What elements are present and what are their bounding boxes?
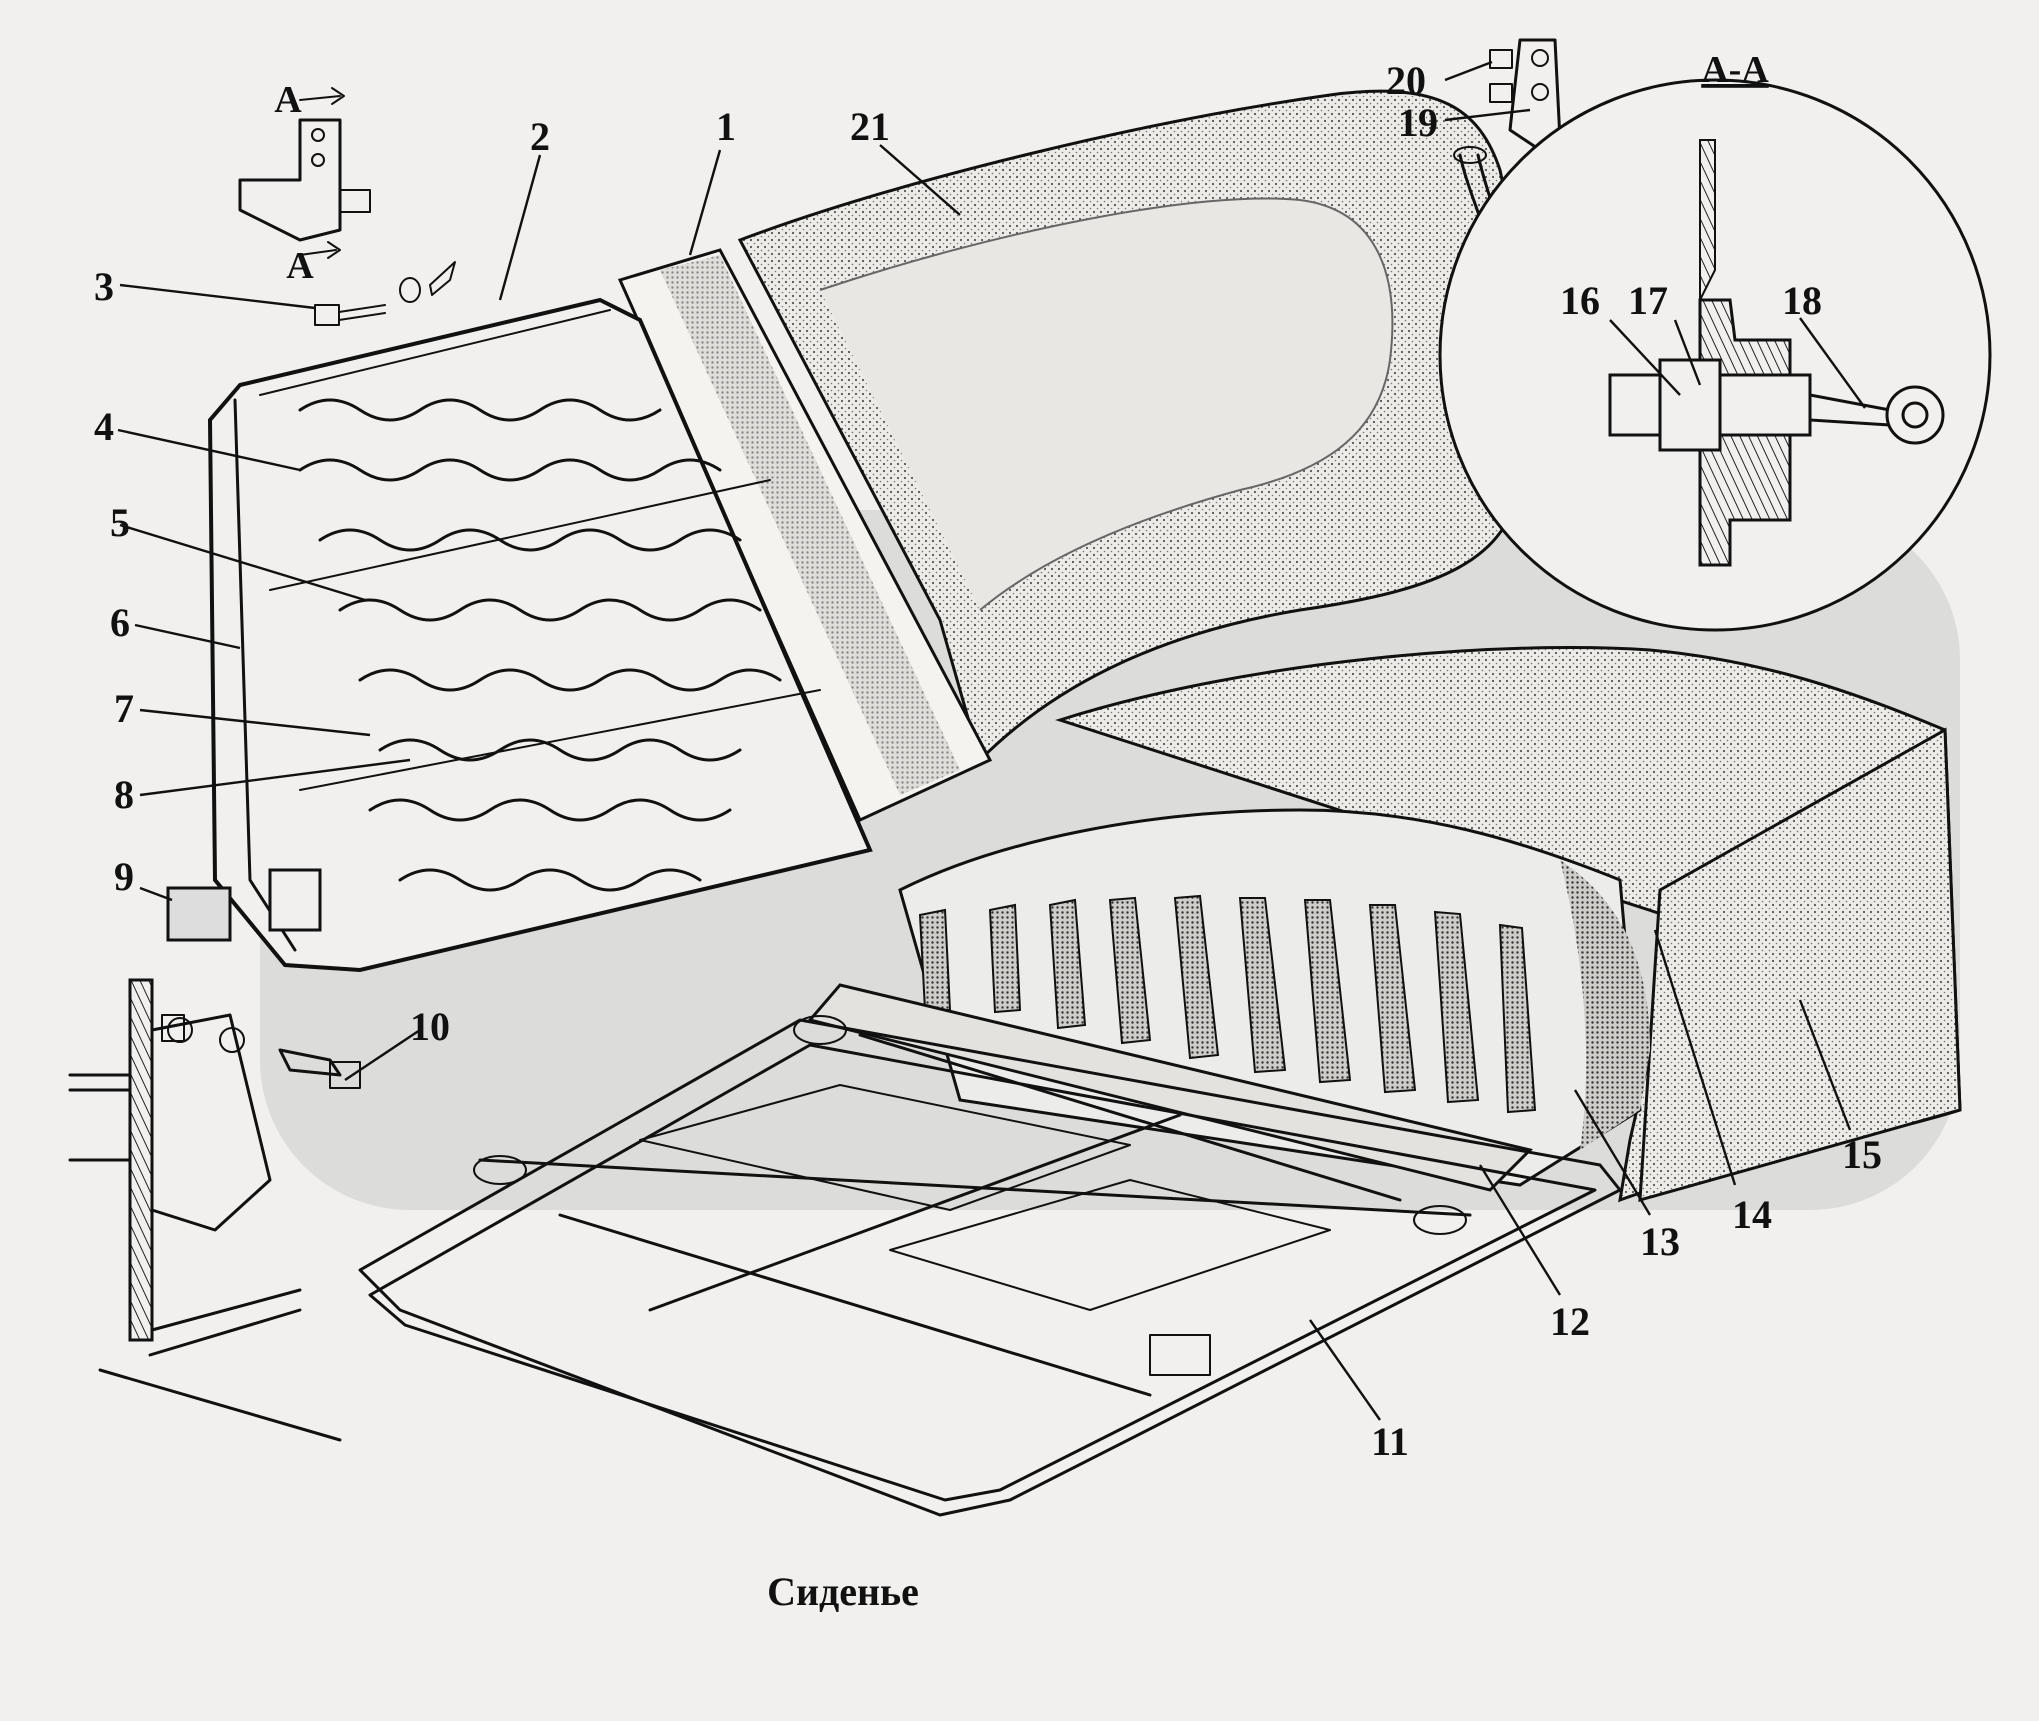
callout-3: 3 bbox=[94, 264, 114, 309]
callout-18: 18 bbox=[1782, 278, 1822, 323]
hinge-detail bbox=[238, 87, 371, 259]
callout-14: 14 bbox=[1732, 1192, 1772, 1237]
backrest-upholstery bbox=[737, 89, 1526, 763]
section-title: А-А bbox=[1701, 49, 1769, 91]
callout-labels: 1 2 3 4 5 6 7 8 9 10 11 12 13 14 15 16 1… bbox=[94, 58, 1882, 1464]
callout-17: 17 bbox=[1628, 278, 1668, 323]
section-mark-bottom: А bbox=[286, 245, 314, 287]
section-aa-view bbox=[1438, 78, 1992, 632]
callout-2: 2 bbox=[530, 114, 550, 159]
seat-frame bbox=[358, 1015, 1622, 1517]
section-mark-top: А bbox=[274, 79, 302, 121]
callout-20: 20 bbox=[1386, 58, 1426, 103]
callout-9: 9 bbox=[114, 854, 134, 899]
bolt-pin-set bbox=[314, 261, 456, 326]
callout-7: 7 bbox=[114, 686, 134, 731]
seat-foam-channels bbox=[918, 894, 1537, 1114]
seat-cushion bbox=[1055, 646, 1962, 1203]
callout-1: 1 bbox=[716, 104, 736, 149]
figure-caption: Сиденье bbox=[767, 1569, 919, 1614]
callout-12: 12 bbox=[1550, 1299, 1590, 1344]
clip-part bbox=[166, 886, 232, 942]
callout-8: 8 bbox=[114, 772, 134, 817]
callout-10: 10 bbox=[410, 1004, 450, 1049]
callout-15: 15 bbox=[1842, 1132, 1882, 1177]
floor-bracket bbox=[68, 978, 361, 1442]
callout-19: 19 bbox=[1398, 100, 1438, 145]
callout-13: 13 bbox=[1640, 1219, 1680, 1264]
backrest-springs bbox=[259, 309, 821, 892]
callout-5: 5 bbox=[110, 500, 130, 545]
callout-leaders bbox=[117, 60, 1866, 1421]
callout-21: 21 bbox=[850, 104, 890, 149]
backrest-frame bbox=[166, 297, 873, 973]
callout-4: 4 bbox=[94, 404, 114, 449]
callout-6: 6 bbox=[110, 600, 130, 645]
callout-16: 16 bbox=[1560, 278, 1600, 323]
callout-11: 11 bbox=[1371, 1419, 1409, 1464]
